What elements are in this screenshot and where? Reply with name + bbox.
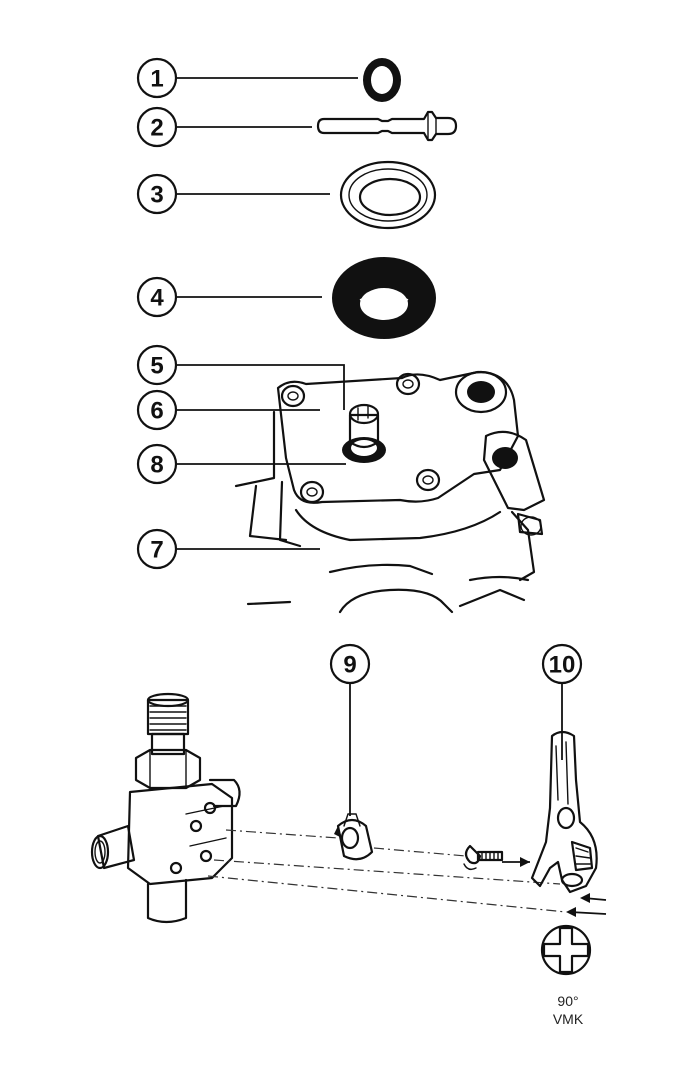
callout-1: 1: [136, 57, 178, 99]
cross-rotation-icon: [540, 924, 592, 976]
callout-5: 5: [136, 344, 178, 386]
part-o-ring-small: [363, 58, 401, 102]
part-bonnet-assembly: [234, 370, 546, 614]
callout-7: 7: [136, 528, 178, 570]
callout-8: 8: [136, 443, 178, 485]
callout-label: 6: [150, 398, 163, 425]
callout-3: 3: [136, 173, 178, 215]
callout-label: 7: [150, 537, 163, 564]
leader-lines-top: [176, 77, 358, 550]
callout-6: 6: [136, 389, 178, 431]
part-rubber-seal: [332, 257, 436, 339]
callout-label: 1: [150, 66, 163, 93]
assembly-arrows: [502, 857, 607, 917]
callout-10: 10: [541, 643, 583, 685]
part-valve-stem: [316, 110, 458, 142]
angle-label: 90°: [557, 993, 578, 1009]
callout-label: 10: [549, 652, 576, 679]
callout-label: 9: [343, 652, 356, 679]
callout-label: 4: [150, 285, 164, 312]
callout-label: 5: [150, 353, 163, 380]
part-flat-gasket: [339, 160, 437, 230]
callout-label: 2: [150, 115, 163, 142]
callout-9: 9: [329, 643, 371, 685]
part-screw: [463, 844, 504, 871]
part-adapter: [334, 813, 374, 861]
callout-label: 8: [150, 452, 163, 479]
leader-lines-bottom: [349, 684, 563, 816]
part-three-way-valve: [90, 692, 241, 924]
model-label: VMK: [553, 1011, 584, 1027]
alignment-lines: [207, 829, 567, 913]
callout-2: 2: [136, 106, 178, 148]
callout-label: 3: [150, 182, 163, 209]
part-actuator-lever: [530, 730, 598, 894]
callout-4: 4: [136, 276, 178, 318]
